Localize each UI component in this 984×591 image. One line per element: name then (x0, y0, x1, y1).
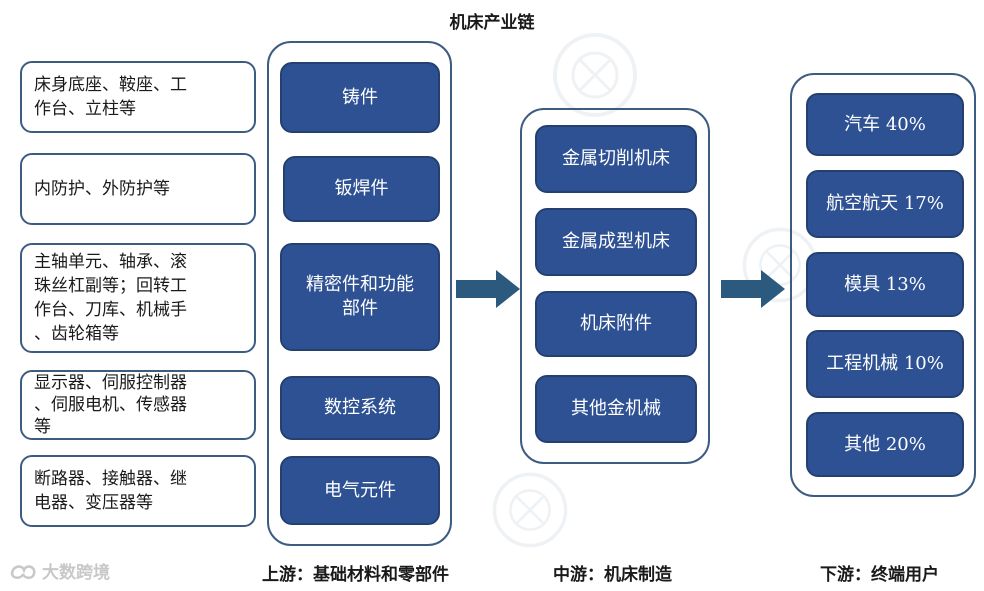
upstream-component-desc: 显示器、伺服控制器 、伺服电机、传感器 等 (20, 370, 256, 440)
diagram-title: 机床产业链 (449, 13, 535, 33)
right-arrow-icon (721, 270, 785, 308)
downstream-label: 下游：终端用户 (820, 565, 939, 585)
upstream-item-cnc-system: 数控系统 (280, 376, 440, 440)
upstream-component-desc: 床身底座、鞍座、工 作台、立柱等 (20, 61, 256, 133)
watermark-logo: 大数跨境 (8, 558, 110, 583)
downstream-item: 航空航天 17% (806, 170, 964, 238)
downstream-item: 工程机械 10% (806, 330, 964, 398)
midstream-item: 其他金机械 (535, 375, 697, 443)
upstream-item-precision-parts: 精密件和功能 部件 (280, 243, 440, 351)
right-arrow-icon (456, 270, 520, 308)
upstream-item-electrical: 电气元件 (280, 456, 440, 525)
midstream-item: 金属成型机床 (535, 208, 697, 276)
midstream-item: 机床附件 (535, 291, 697, 357)
upstream-component-desc: 断路器、接触器、继 电器、变压器等 (20, 455, 256, 527)
watermark-seal-icon (742, 227, 818, 303)
midstream-item: 金属切削机床 (535, 125, 697, 193)
downstream-item: 汽车 40% (806, 93, 964, 156)
watermark-seal-icon (553, 33, 637, 117)
upstream-item-castings: 铸件 (280, 62, 440, 133)
upstream-item-sheet-welded: 钣焊件 (283, 156, 440, 222)
midstream-label: 中游：机床制造 (553, 565, 672, 585)
upstream-component-desc: 主轴单元、轴承、滚 珠丝杠副等；回转工 作台、刀库、机械手 、齿轮箱等 (20, 243, 256, 353)
downstream-item: 其他 20% (806, 412, 964, 477)
watermark-seal-icon (492, 472, 568, 548)
upstream-component-desc: 内防护、外防护等 (20, 153, 256, 225)
downstream-item: 模具 13% (806, 252, 964, 317)
upstream-label: 上游：基础材料和零部件 (262, 565, 449, 585)
watermark-logo-icon (10, 564, 36, 579)
